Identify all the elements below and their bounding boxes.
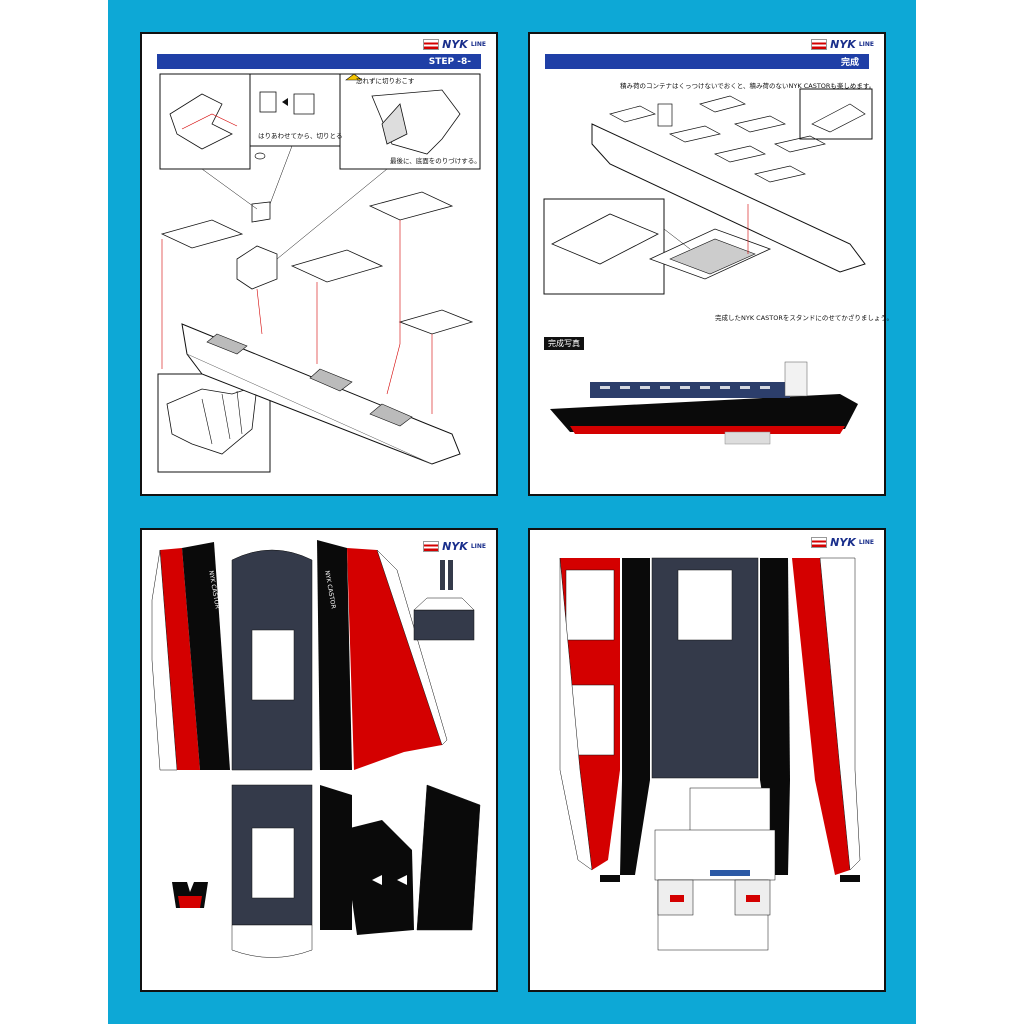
nyk-flag-icon bbox=[811, 39, 828, 50]
completed-photo-label: 完成写真 bbox=[544, 337, 584, 350]
completed-ship-diagram bbox=[543, 88, 873, 445]
hull-cutout-parts bbox=[151, 540, 481, 958]
caution-note: 忘れずに切りおこす bbox=[356, 77, 415, 85]
ship-photo bbox=[550, 361, 858, 445]
step-header: STEP -8- bbox=[157, 54, 481, 69]
deck-cutout-parts bbox=[559, 557, 861, 951]
final-note: 最後に、底面をのりづけする。 bbox=[390, 157, 481, 165]
glue-note: はりあわせてから、切りとる bbox=[258, 132, 343, 140]
nyk-flag-icon bbox=[423, 39, 440, 50]
stand-note: 完成したNYK CASTORをスタンドにのせてかざりましょう。 bbox=[715, 314, 893, 322]
nyk-flag-icon bbox=[811, 537, 828, 548]
nyk-flag-icon bbox=[423, 541, 440, 552]
assembly-diagram bbox=[157, 73, 481, 473]
containers-note: 積み荷のコンテナはくっつけないでおくと、積み荷のないNYK CASTORも楽しめ… bbox=[620, 82, 876, 90]
completion-header: 完成 bbox=[545, 54, 869, 69]
